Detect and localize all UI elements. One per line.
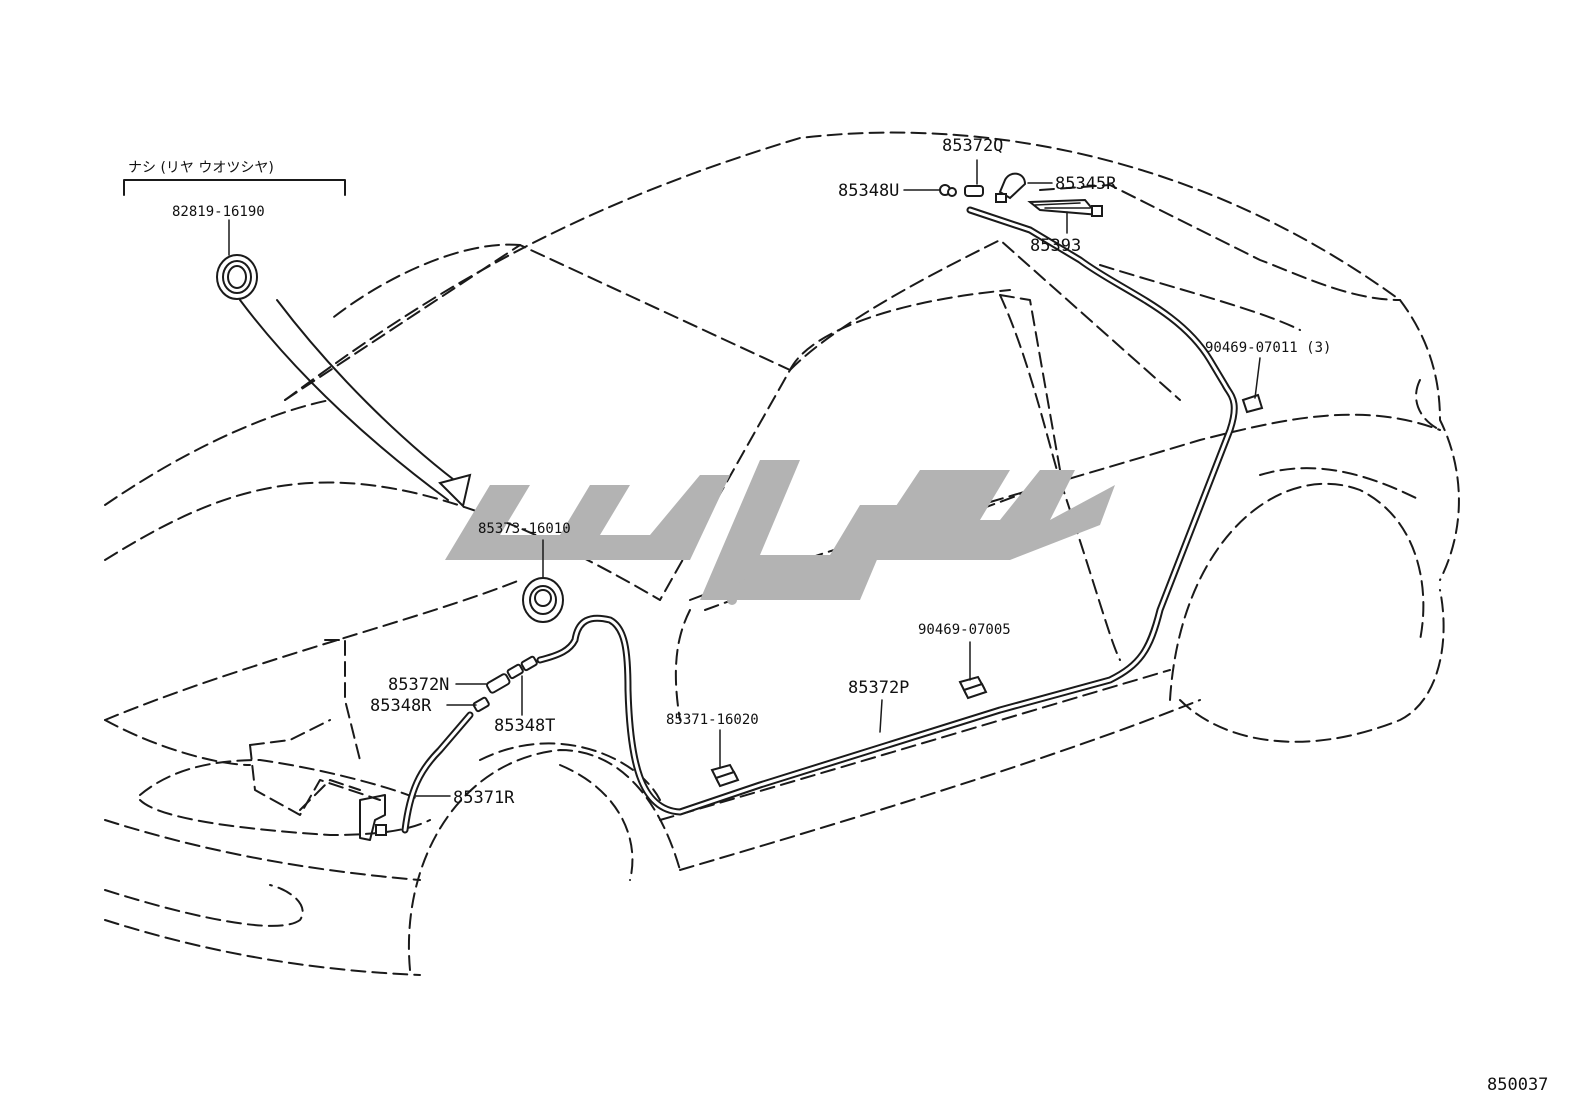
label-90469-07005: 90469-07005 — [918, 622, 1011, 638]
leader-lines — [414, 159, 1261, 797]
label-85371-16020: 85371-16020 — [666, 712, 759, 728]
washer-pump-icon — [359, 794, 387, 841]
label-85348U: 85348U — [838, 181, 899, 201]
label-85393: 85393 — [1030, 236, 1081, 256]
grommet-82819-icon — [216, 254, 258, 300]
clip-85371-icon — [710, 763, 740, 788]
washer-hose-85372P — [536, 206, 1238, 816]
car-body-outline — [104, 131, 1460, 976]
label-82819-16190: 82819-16190 — [172, 204, 265, 220]
label-85372N: 85372N — [388, 675, 449, 695]
watermark-logo — [445, 460, 1115, 605]
bracket-85393-icon — [1027, 198, 1103, 217]
joint-85372Q-icon — [964, 185, 984, 197]
figure-number: 850037 — [1487, 1075, 1548, 1095]
label-85373-16010: 85373-16010 — [478, 521, 571, 537]
labels: ナシ (リヤ ウオツシヤ) 82819-16190 85373-16010 85… — [128, 136, 1548, 1095]
grommet-85373-icon — [522, 577, 564, 623]
label-85345R: 85345R — [1055, 174, 1117, 194]
install-arrow — [239, 299, 472, 508]
clip-90469-07005-icon — [958, 675, 988, 700]
label-85371R: 85371R — [453, 788, 515, 808]
label-90469-07011: 90469-07011 (3) — [1205, 340, 1331, 356]
note-no-rear-washer: ナシ (リヤ ウオツシヤ) — [128, 160, 274, 176]
clip-90469-07011-icon — [1241, 393, 1264, 414]
nozzle-85345R-icon — [995, 172, 1027, 203]
label-85348R: 85348R — [370, 696, 432, 716]
joint-85372N-icon — [472, 655, 538, 713]
joint-85348U-icon — [939, 184, 957, 197]
label-85348T: 85348T — [494, 716, 555, 736]
note-bracket — [123, 179, 346, 256]
washer-hose-85371R — [401, 711, 474, 834]
label-85372Q: 85372Q — [942, 136, 1003, 156]
label-85372P: 85372P — [848, 678, 909, 698]
